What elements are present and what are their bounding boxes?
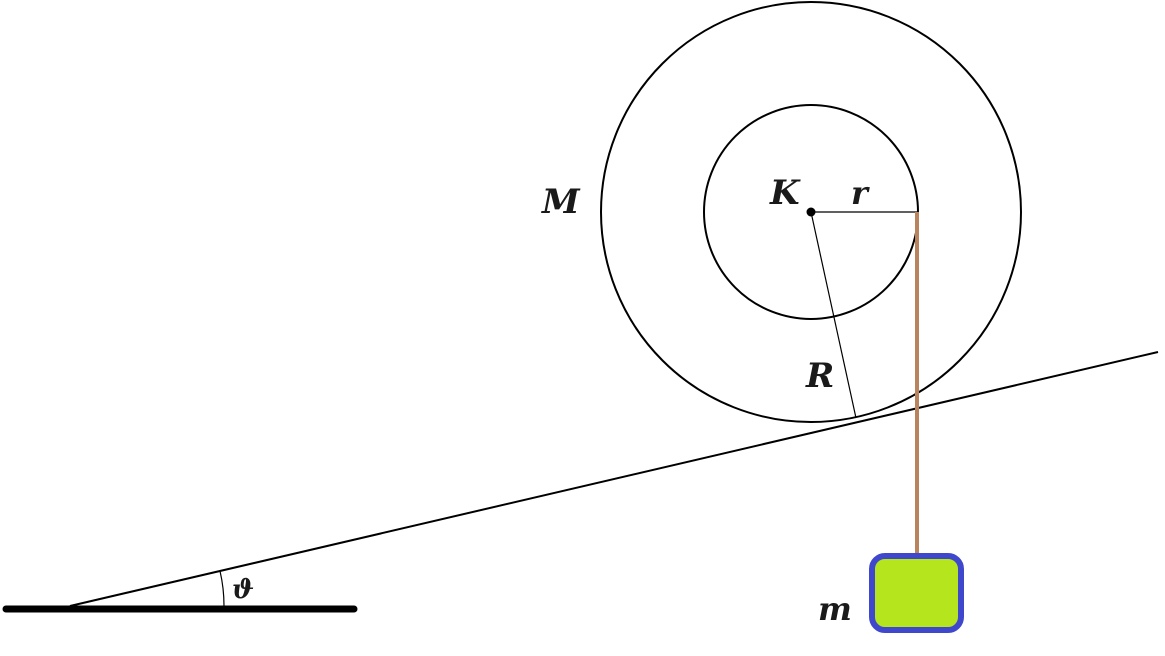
outer-circle [600, 1, 1022, 423]
label-outer-mass: M [541, 182, 581, 222]
outer-radius-line [810, 211, 857, 419]
label-inner-radius: r [851, 174, 870, 212]
incline-line [69, 351, 1159, 607]
label-angle: ϑ [232, 575, 254, 605]
label-center: K [769, 173, 801, 213]
hanging-block [869, 553, 964, 633]
center-point [806, 207, 816, 217]
angle-arc [219, 570, 225, 607]
label-hanging-mass: m [818, 590, 852, 628]
label-outer-radius: R [805, 356, 834, 396]
